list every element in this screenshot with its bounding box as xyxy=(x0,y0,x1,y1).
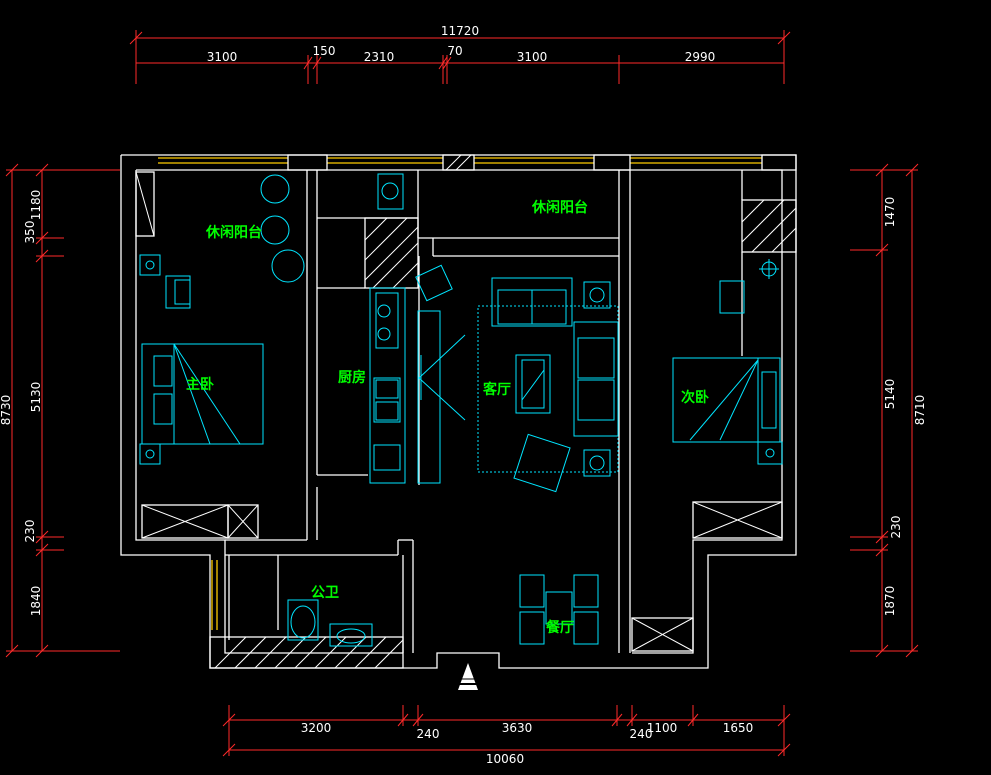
bathroom-furniture xyxy=(287,599,373,647)
left-dimension-lines xyxy=(5,163,120,658)
master-bedroom-furniture xyxy=(135,171,305,539)
bottom-dimension-4: 240 xyxy=(630,727,653,741)
left-total-dimension: 8730 xyxy=(0,395,13,426)
top-dimension-6: 2990 xyxy=(685,50,716,64)
left-dimension-3: 5130 xyxy=(29,382,43,413)
living-room-furniture xyxy=(477,277,619,493)
bottom-dimension-3: 3630 xyxy=(502,721,533,735)
room-label-living-room: 客厅 xyxy=(482,381,511,398)
left-dimension-1: 1180 xyxy=(29,190,43,221)
dining-furniture xyxy=(519,574,599,645)
bottom-dimension-6: 1650 xyxy=(723,721,754,735)
room-label-kitchen: 厨房 xyxy=(338,369,366,386)
right-dimension-lines xyxy=(850,163,919,658)
right-dimension-4: 1870 xyxy=(883,586,897,617)
bottom-dimension-5: 1100 xyxy=(647,721,678,735)
top-dimension-1: 3100 xyxy=(207,50,238,64)
room-label-second-bedroom: 次卧 xyxy=(681,389,709,406)
second-bedroom-furniture xyxy=(631,259,783,652)
bottom-dimension-1: 3200 xyxy=(301,721,332,735)
room-label-bathroom: 公卫 xyxy=(311,585,339,601)
room-label-master-bedroom: 主卧 xyxy=(186,376,214,393)
top-dimension-4: 70 xyxy=(447,44,462,58)
left-dimension-5: 1840 xyxy=(29,586,43,617)
bottom-dimension-2: 240 xyxy=(417,727,440,741)
bottom-total-dimension: 10060 xyxy=(486,752,524,766)
entrance-arrow xyxy=(456,663,480,690)
right-dimension-1: 1470 xyxy=(883,197,897,228)
bottom-dimension-lines xyxy=(222,705,791,757)
top-dimension-5: 3100 xyxy=(517,50,548,64)
room-label-balcony-left: 休闲阳台 xyxy=(205,224,262,241)
left-dimension-2: 350 xyxy=(23,221,37,244)
top-dimension-lines xyxy=(129,30,791,84)
right-dimension-2: 5140 xyxy=(883,379,897,410)
right-dimension-3: 230 xyxy=(889,516,903,539)
kitchen-furniture xyxy=(369,173,466,484)
top-dimension-3: 2310 xyxy=(364,50,395,64)
right-total-dimension: 8710 xyxy=(913,395,927,426)
top-dimension-2: 150 xyxy=(313,44,336,58)
top-total-dimension: 11720 xyxy=(441,24,479,38)
room-label-dining-room: 餐厅 xyxy=(545,619,574,636)
left-dimension-4: 230 xyxy=(23,520,37,543)
room-label-balcony-right: 休闲阳台 xyxy=(531,199,588,216)
